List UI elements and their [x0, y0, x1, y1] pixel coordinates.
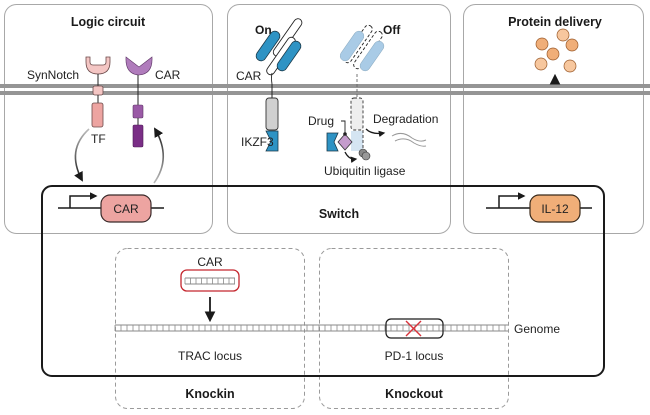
ikzf3-tag-icon	[265, 130, 279, 152]
nucleus-outline	[41, 185, 605, 377]
switch-title: Switch	[319, 207, 359, 221]
car-gene-label: CAR	[113, 202, 139, 216]
il12-protein-cluster	[534, 28, 579, 73]
promoter-arrow-icon	[498, 192, 526, 208]
pd1-locus-label: PD-1 locus	[385, 349, 444, 363]
cell-membrane	[0, 84, 650, 95]
genome-strand	[114, 324, 508, 332]
ubiquitin-ligase-complex	[326, 120, 371, 163]
tf-domain	[91, 102, 104, 128]
switch-on-label: On	[255, 23, 272, 37]
ikzf3-degron-domain	[265, 97, 279, 131]
cereblon-icon	[326, 132, 339, 152]
ikzf3-label: IKZF3	[241, 135, 274, 149]
knockout-title: Knockout	[385, 387, 443, 401]
car-gene-construct: CAR	[58, 192, 164, 223]
synnotch-head-icon	[85, 56, 111, 75]
drug-label: Drug	[308, 114, 334, 128]
promoter-arrow-icon	[69, 192, 98, 208]
car-signaling-domain	[132, 124, 144, 148]
ubiquitin-ligase-label: Ubiquitin ligase	[324, 164, 406, 178]
protein-delivery-panel	[463, 4, 644, 234]
knockout-panel	[319, 248, 509, 409]
drug-pointer-line	[341, 120, 346, 134]
car-insert-cassette	[180, 269, 240, 292]
il12-gene-box	[529, 194, 581, 223]
gene-to-car-arrow	[153, 127, 165, 184]
drug-icon	[337, 133, 353, 151]
il12-protein-icon	[534, 57, 548, 71]
degraded-fragment-icon	[391, 132, 427, 142]
genome-ladder	[114, 324, 508, 332]
degradation-label: Degradation	[373, 112, 438, 126]
il12-protein-icon	[563, 59, 577, 73]
switch-car-off	[339, 24, 385, 151]
il12-gene-construct: IL-12	[486, 192, 592, 223]
car-transmembrane-domain	[132, 104, 144, 119]
synnotch-transmembrane	[92, 85, 104, 96]
pd1-locus-box	[385, 318, 444, 339]
switch-car-on	[255, 18, 303, 152]
logic-circuit-title: Logic circuit	[71, 15, 146, 29]
trac-locus-label: TRAC locus	[178, 349, 242, 363]
tf-to-gene-arrow	[74, 128, 90, 182]
logic-circuit-panel	[4, 4, 213, 234]
tf-label: TF	[91, 132, 106, 146]
car-insert-ladder	[184, 277, 235, 285]
genome-label: Genome	[514, 322, 560, 336]
knockin-title: Knockin	[185, 387, 234, 401]
il12-gene-label: IL-12	[541, 202, 569, 216]
knockout-x-icon	[405, 320, 422, 337]
switch-panel	[227, 4, 451, 234]
car-receptor-purple	[125, 56, 153, 148]
il12-protein-icon	[535, 37, 549, 51]
synnotch-receptor	[85, 56, 111, 128]
il12-protein-icon	[565, 38, 579, 52]
synnotch-label: SynNotch	[27, 68, 79, 82]
switch-car-label: CAR	[236, 69, 262, 83]
car-label-logic: CAR	[155, 68, 181, 82]
knockin-car-label: CAR	[197, 255, 223, 269]
degradation-arrow	[365, 128, 386, 138]
protein-delivery-title: Protein delivery	[508, 15, 602, 29]
car-gene-box	[100, 194, 152, 223]
il12-protein-icon	[546, 47, 560, 61]
car-head-icon	[125, 56, 153, 76]
il12-protein-icon	[556, 28, 570, 42]
knockin-panel	[115, 248, 305, 409]
switch-off-label: Off	[383, 23, 401, 37]
degraded-ikzf3-domain	[350, 97, 364, 131]
